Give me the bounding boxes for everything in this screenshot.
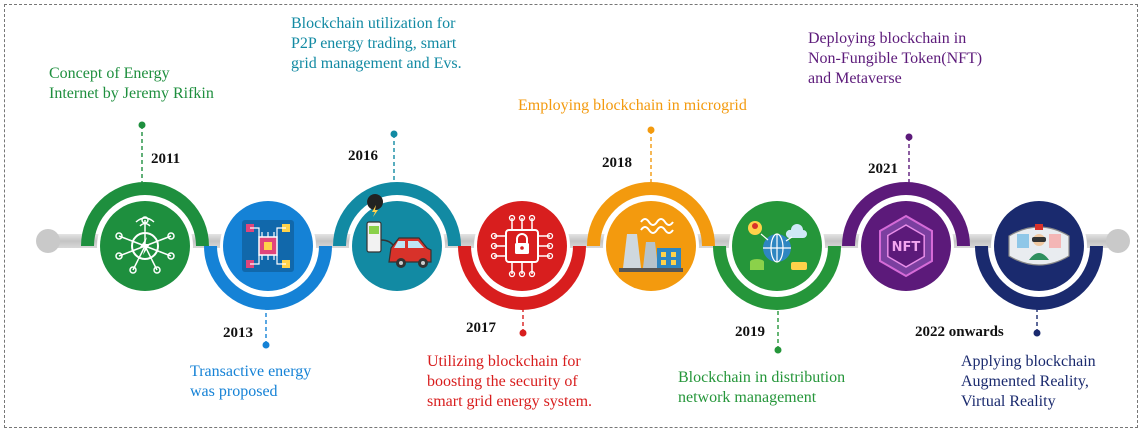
connector-dot bbox=[1033, 329, 1041, 337]
milestone-arc bbox=[333, 182, 461, 246]
desc-line: Applying blockchain bbox=[961, 353, 1096, 370]
desc-line: boosting the security of bbox=[427, 373, 578, 390]
desc-line: Employing blockchain in microgrid bbox=[518, 97, 747, 114]
year-label-2011: 2011 bbox=[151, 151, 181, 167]
desc-line: Deploying blockchain in bbox=[808, 30, 967, 47]
year-label-2018: 2018 bbox=[602, 155, 632, 171]
circuit-chip-icon bbox=[242, 220, 294, 272]
milestone-arc bbox=[204, 246, 332, 310]
milestone-arc bbox=[842, 182, 970, 246]
milestone-2018 bbox=[587, 126, 715, 294]
network-globe-icon bbox=[748, 221, 807, 270]
milestone-2019 bbox=[713, 198, 841, 354]
energy-internet-icon bbox=[115, 216, 175, 274]
nft-icon: NFT bbox=[879, 214, 933, 278]
year-label-2019: 2019 bbox=[735, 324, 765, 340]
dashed-border bbox=[4, 4, 1138, 428]
milestone-arc bbox=[587, 182, 715, 246]
milestone-2016-description: Blockchain utilization for P2P energy tr… bbox=[291, 14, 462, 74]
milestone-2022-description: Applying blockchain Augmented Reality, V… bbox=[961, 352, 1096, 412]
connector-dot bbox=[390, 130, 398, 138]
connector-dot bbox=[774, 346, 782, 354]
ev-charging-icon bbox=[366, 194, 432, 268]
desc-line: Blockchain in distribution bbox=[678, 369, 846, 386]
desc-line: grid management and Evs. bbox=[291, 55, 462, 72]
milestone-2018-description: Employing blockchain in microgrid bbox=[518, 96, 747, 116]
milestone-2022-onwards bbox=[975, 198, 1103, 337]
milestone-2021-description: Deploying blockchain in Non-Fungible Tok… bbox=[808, 29, 982, 89]
desc-line: and Metaverse bbox=[808, 70, 902, 87]
milestone-arc bbox=[81, 182, 209, 246]
connector-dot bbox=[262, 341, 270, 349]
desc-line: network management bbox=[678, 389, 817, 406]
nft-icon-label: NFT bbox=[892, 240, 921, 255]
milestone-arc bbox=[458, 246, 586, 310]
desc-line: Utilizing blockchain for bbox=[427, 353, 581, 370]
desc-line: was proposed bbox=[190, 383, 278, 400]
connector-dot bbox=[519, 329, 527, 337]
year-label-2022-onwards: 2022 onwards bbox=[915, 324, 1004, 340]
desc-line: Blockchain utilization for bbox=[291, 15, 456, 32]
milestone-2019-description: Blockchain in distribution network manag… bbox=[678, 368, 845, 408]
milestone-2021: NFT bbox=[842, 133, 970, 294]
desc-line: Transactive energy bbox=[190, 363, 312, 380]
desc-line: Virtual Reality bbox=[961, 393, 1056, 410]
desc-line: smart grid energy system. bbox=[427, 393, 593, 410]
year-label-2021: 2021 bbox=[868, 161, 898, 177]
milestone-2011 bbox=[81, 121, 209, 294]
milestone-2011-description: Concept of Energy Internet by Jeremy Rif… bbox=[49, 64, 214, 104]
year-label-2013: 2013 bbox=[223, 325, 253, 341]
year-label-2016: 2016 bbox=[348, 148, 378, 164]
timeline-end-cap bbox=[1106, 229, 1130, 253]
desc-line: P2P energy trading, smart bbox=[291, 35, 457, 52]
milestone-arc bbox=[975, 246, 1103, 310]
connector-dot bbox=[138, 121, 146, 129]
vr-headset-icon bbox=[1008, 224, 1070, 266]
milestone-2013 bbox=[204, 198, 332, 349]
desc-line: Internet by Jeremy Rifkin bbox=[49, 85, 214, 102]
milestone-2016 bbox=[333, 130, 461, 294]
connector-dot bbox=[647, 126, 655, 134]
connector-dot bbox=[905, 133, 913, 141]
milestone-2017 bbox=[458, 198, 586, 337]
milestone-arc bbox=[713, 246, 841, 310]
timeline-start-cap bbox=[36, 229, 60, 253]
milestone-2013-description: Transactive energy was proposed bbox=[190, 362, 311, 402]
desc-line: Augmented Reality, bbox=[961, 373, 1089, 390]
milestone-2017-description: Utilizing blockchain for boosting the se… bbox=[427, 352, 592, 412]
security-lock-icon bbox=[490, 214, 554, 278]
year-label-2017: 2017 bbox=[466, 320, 496, 336]
desc-line: Non-Fungible Token(NFT) bbox=[808, 50, 983, 67]
desc-line: Concept of Energy bbox=[49, 65, 170, 82]
power-plant-icon bbox=[619, 218, 683, 272]
